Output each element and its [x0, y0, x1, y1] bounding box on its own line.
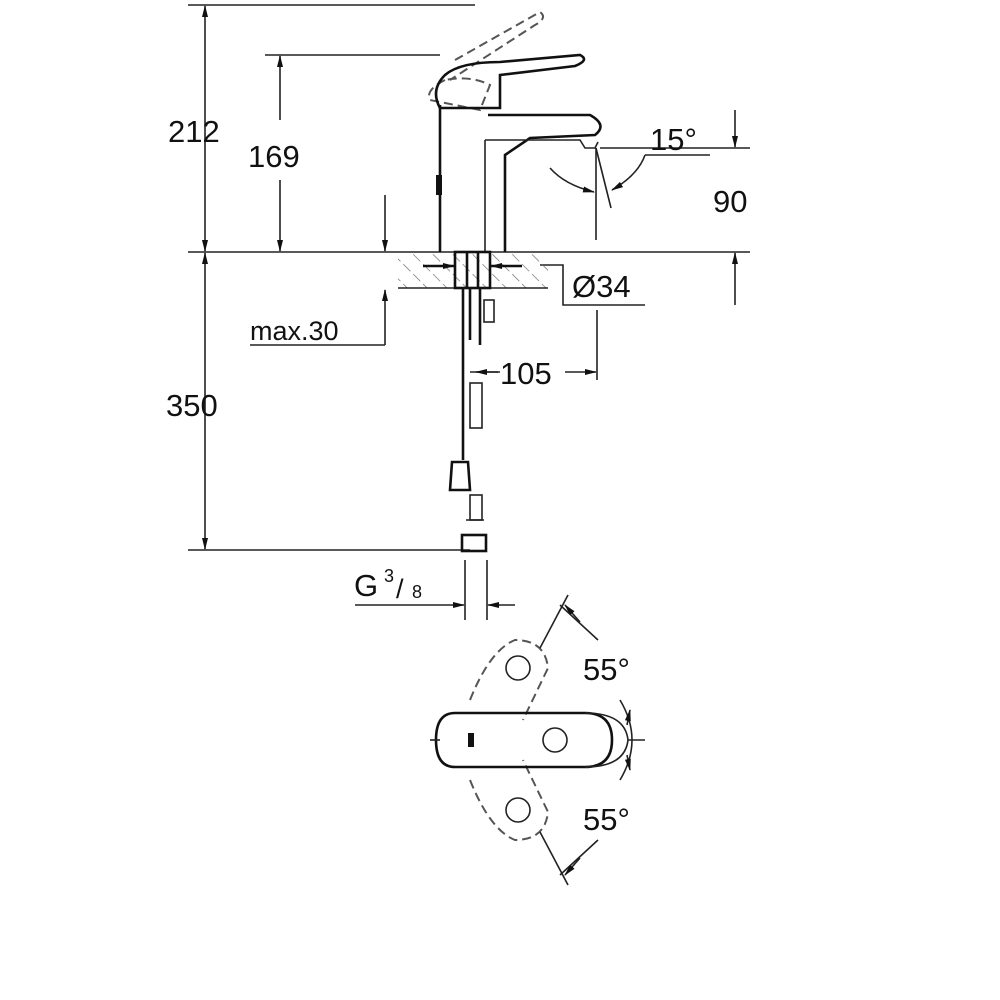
dimension-label-34: Ø34: [572, 269, 631, 304]
dimension-350: 350: [166, 252, 218, 550]
dimension-label-350: 350: [166, 388, 218, 423]
dimension-label-169: 169: [248, 139, 300, 174]
thread-label-denominator: 8: [412, 582, 422, 602]
lever-position-left: [469, 638, 550, 721]
dimension-label-212: 212: [168, 114, 220, 149]
lever-top: [434, 711, 614, 769]
dimension-212: 212: [168, 5, 220, 252]
angle-label-lower: 55°: [583, 802, 630, 837]
thread-label-g: G: [354, 568, 378, 603]
faucet-top-view: 55° 55°: [430, 594, 645, 886]
faucet-side-view: [428, 10, 602, 252]
thread-label-numerator: 3: [384, 566, 394, 586]
supply-hoses: [448, 288, 495, 553]
dimension-label-max-30: max.30: [250, 316, 339, 346]
dimension-label-105: 105: [500, 356, 552, 391]
dimension-label-90: 90: [713, 184, 747, 219]
lever-position-right: [469, 759, 550, 842]
dimension-label-15: 15°: [650, 122, 697, 157]
dimension-15-degrees: 15°: [549, 122, 710, 240]
dimension-diameter-34: Ø34: [540, 264, 645, 306]
dimension-max-30: max.30: [250, 195, 388, 346]
deck-section: [398, 250, 548, 290]
dimension-90: 90: [713, 110, 747, 305]
lever: [434, 53, 586, 110]
angle-label-upper: 55°: [583, 652, 630, 687]
thread-fraction-slash: /: [396, 574, 404, 604]
dimension-105: 105: [470, 310, 598, 391]
lever-raised-outline: [449, 10, 545, 81]
dimension-169: 169: [248, 55, 300, 252]
dimension-connection-thread: G 3 / 8: [354, 560, 515, 620]
